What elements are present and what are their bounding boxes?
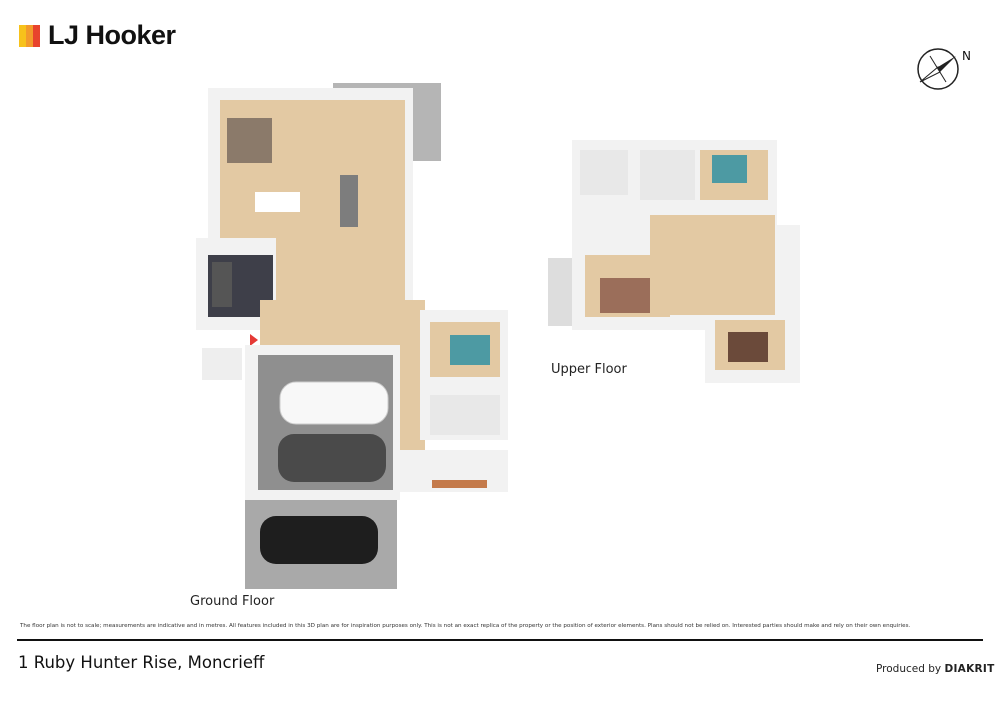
produced-by-brand: DIAKRIT xyxy=(944,663,995,675)
produced-by-prefix: Produced by xyxy=(876,663,942,675)
upper-floor-label: Upper Floor xyxy=(551,362,627,377)
dining-table xyxy=(255,192,300,212)
entry-porch xyxy=(202,348,242,380)
kitchen-island xyxy=(340,175,358,227)
logo-stripe-yellow xyxy=(19,24,26,47)
ensuite xyxy=(430,395,500,435)
entry-marker-icon xyxy=(250,334,258,346)
ground-bed xyxy=(450,335,490,365)
logo-text: LJ Hooker xyxy=(48,20,176,50)
ground-floor-plan: Ground Floor xyxy=(190,83,508,609)
compass-icon: N xyxy=(917,48,971,90)
lj-hooker-logo: LJ Hooker xyxy=(19,22,176,49)
sofa xyxy=(227,118,272,163)
logo-stripe-red xyxy=(33,24,40,47)
footer-divider xyxy=(17,639,983,641)
upper-floor-plan: Upper Floor xyxy=(548,140,800,383)
grey-car xyxy=(278,434,386,482)
laundry-bench xyxy=(432,480,487,488)
disclaimer-text: The floor plan is not to scale; measurem… xyxy=(20,623,911,629)
black-car xyxy=(260,516,378,564)
logo-stripe-orange xyxy=(26,24,33,47)
bedroom-2-bed xyxy=(712,155,747,183)
ground-floor-label: Ground Floor xyxy=(190,594,275,609)
produced-by: Produced by DIAKRIT xyxy=(876,663,995,675)
bedroom-3-bed xyxy=(728,332,768,362)
media-sofa xyxy=(212,262,232,307)
master-bed xyxy=(600,278,655,313)
compass-north-label: N xyxy=(962,49,971,63)
ensuite-upper xyxy=(640,150,695,200)
white-car xyxy=(279,381,389,425)
property-address: 1 Ruby Hunter Rise, Moncrieff xyxy=(18,653,265,672)
upper-hall-floor xyxy=(650,215,775,315)
bathroom xyxy=(580,150,628,195)
